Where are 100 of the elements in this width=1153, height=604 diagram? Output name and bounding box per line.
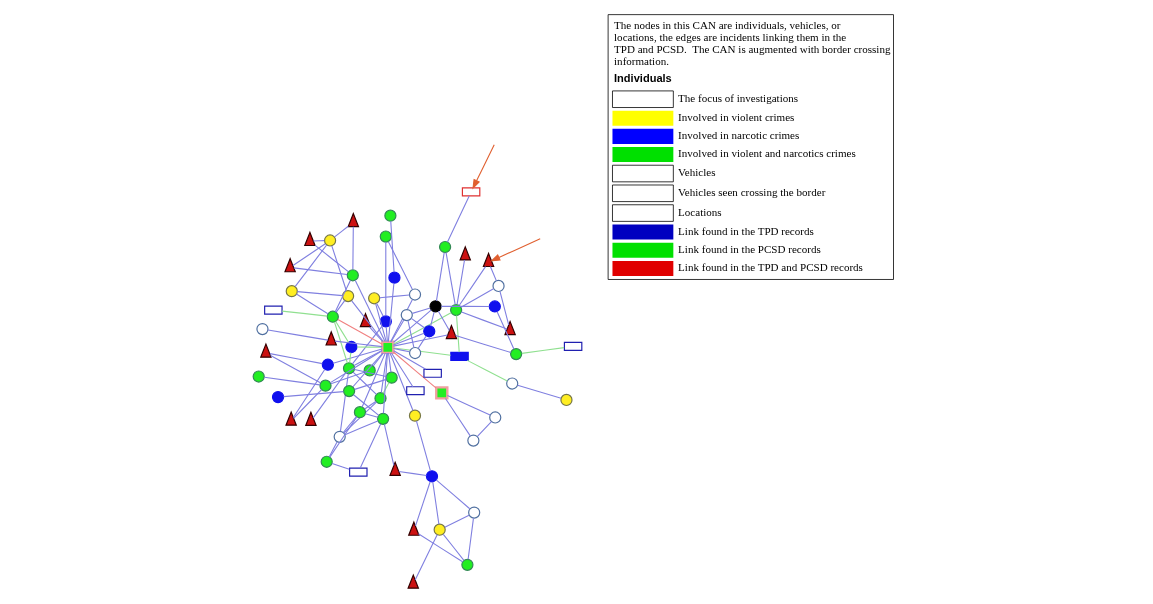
connector xyxy=(467,517,474,560)
connector xyxy=(415,420,431,472)
node-circle xyxy=(341,289,355,303)
node-circle xyxy=(320,455,333,468)
node-circle xyxy=(488,300,501,313)
connector xyxy=(328,441,338,458)
connector xyxy=(333,321,348,364)
connector xyxy=(435,252,445,302)
connector xyxy=(331,463,350,470)
connector xyxy=(432,481,440,525)
connector xyxy=(353,368,387,377)
node-circle xyxy=(408,346,422,360)
node-box xyxy=(349,467,368,477)
connector xyxy=(359,423,382,469)
connector xyxy=(407,320,415,348)
node-triangle xyxy=(304,410,317,426)
node-box xyxy=(450,351,469,361)
node-triangle xyxy=(285,410,298,426)
connector xyxy=(444,397,471,437)
node-circle xyxy=(461,558,474,571)
connector xyxy=(392,347,452,356)
legend-label: The focus of investigations xyxy=(678,92,799,105)
node-triangle xyxy=(303,230,316,247)
node-circle xyxy=(321,358,334,371)
connector xyxy=(352,371,377,395)
legend-label: Involved in violent and narcotics crimes xyxy=(678,147,856,160)
legend-label: Link found in the TPD and PCSD records xyxy=(678,261,863,274)
connector xyxy=(417,335,427,349)
node-circle xyxy=(388,271,401,284)
connector xyxy=(283,391,344,398)
node-circle xyxy=(379,315,392,328)
node-circle xyxy=(343,385,356,398)
node-box xyxy=(563,341,583,351)
connector xyxy=(435,479,471,510)
legend-label: Vehicles seen crossing the border xyxy=(678,186,826,199)
label: Individuals xyxy=(614,72,672,85)
connector xyxy=(351,325,383,365)
connector xyxy=(392,334,448,347)
legend-label: Locations xyxy=(678,205,722,218)
node-circle xyxy=(468,506,481,519)
connector xyxy=(442,533,465,561)
connector xyxy=(383,423,395,466)
node-triangle xyxy=(389,460,402,476)
node-triangle xyxy=(359,312,372,328)
connector xyxy=(445,252,456,305)
connector xyxy=(293,389,323,419)
connector xyxy=(375,303,387,343)
connector xyxy=(368,326,384,343)
connector xyxy=(393,332,425,346)
connector xyxy=(314,244,349,273)
node-triangle xyxy=(259,342,272,358)
connector xyxy=(294,244,328,287)
connector xyxy=(331,245,347,292)
node-circle xyxy=(319,379,332,392)
connector xyxy=(398,470,427,476)
connector xyxy=(387,282,395,343)
node-circle xyxy=(363,364,376,377)
connector xyxy=(444,514,470,528)
connector xyxy=(334,279,351,313)
node-circle xyxy=(342,362,356,375)
node-box xyxy=(461,187,481,197)
connector xyxy=(270,354,321,384)
connector xyxy=(385,241,387,317)
connector xyxy=(390,299,413,343)
node-circle xyxy=(271,391,285,404)
node-circle xyxy=(285,285,298,298)
connector xyxy=(440,305,490,308)
node-triangle xyxy=(459,245,472,261)
node-circle xyxy=(353,406,367,419)
connector xyxy=(332,348,383,364)
connector xyxy=(312,240,325,242)
arrow xyxy=(472,144,495,190)
connector xyxy=(390,319,405,343)
node-circle xyxy=(510,348,523,361)
connector xyxy=(390,352,414,388)
node-circle xyxy=(368,292,381,305)
node-circle xyxy=(492,279,505,293)
node-circle xyxy=(376,412,390,425)
connector xyxy=(263,376,321,386)
connector xyxy=(393,347,410,353)
label: The nodes in this CAN are individuals, vehicles, or locations, the edges are incidents linking them in the TPD and PCSD. The CAN is augmented with border crossing information. xyxy=(614,19,891,67)
connector xyxy=(342,415,357,433)
connector xyxy=(521,347,565,354)
connector xyxy=(281,310,328,317)
legend-label: Link found in the TPD records xyxy=(678,224,814,237)
connector xyxy=(458,266,487,306)
node-circle xyxy=(429,300,442,313)
node-circle xyxy=(408,409,422,422)
connector xyxy=(295,293,329,315)
connector xyxy=(352,226,354,271)
connector xyxy=(455,334,512,354)
connector xyxy=(267,329,329,341)
connector xyxy=(292,368,326,419)
connector xyxy=(379,294,410,299)
legend-label: Vehicles xyxy=(678,166,716,179)
connector xyxy=(437,310,450,332)
connector xyxy=(517,384,562,399)
connector xyxy=(414,481,431,527)
connector xyxy=(354,279,386,343)
connector xyxy=(496,311,515,350)
